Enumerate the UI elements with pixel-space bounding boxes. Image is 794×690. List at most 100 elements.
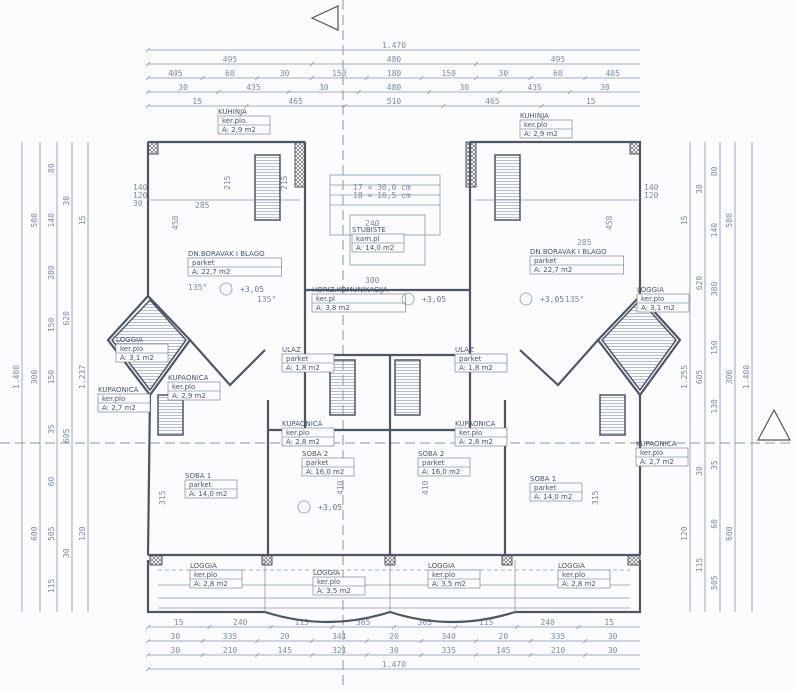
top-dimension-value: 495 — [551, 55, 566, 64]
right-dimension-value: 30 — [695, 466, 704, 476]
room-name: ULAZ — [455, 346, 474, 354]
top-dimension-tick — [528, 75, 533, 81]
bottom-dimension-tick — [207, 624, 212, 630]
top-dimension-value: 30 — [280, 69, 290, 78]
elevation-value: +3,05 — [240, 285, 264, 294]
bottom-dimension-tick — [364, 652, 369, 658]
room-area: A: 2,8 m2 — [562, 580, 596, 588]
right-dimension-value: 1.400 — [742, 365, 751, 389]
bottom-dimension-tick — [514, 624, 520, 630]
room-name: KUPAONICA — [455, 420, 496, 428]
elevation-marker-icon — [401, 292, 415, 306]
inner-dimension-value: 120 — [644, 191, 659, 200]
top-dimension-tick — [426, 89, 432, 95]
inner-dimension-value: 285 — [577, 238, 592, 247]
bottom-dimension-value: 321 — [332, 646, 347, 655]
left-dimension-value: 500 — [30, 213, 39, 228]
angle-value: 135° — [565, 295, 584, 304]
room-area: A: 1,8 m2 — [459, 364, 493, 372]
room-name: LOGGIA — [116, 336, 143, 344]
room-floor-finish: ker.plo — [562, 571, 585, 579]
left-dimension-value: 15 — [78, 215, 87, 225]
right-dimension-value: 140 — [710, 223, 719, 238]
bottom-dimension-tick — [528, 638, 533, 644]
room-area: A: 2,9 m2 — [222, 126, 256, 134]
stair-note: 17 × 30,0 cm — [353, 183, 411, 192]
left-dimension-value: 605 — [62, 428, 71, 443]
top-dimension-value: 15 — [192, 97, 202, 106]
inner-dimension-value: 458 — [605, 215, 614, 230]
bottom-dimension-tick — [330, 624, 335, 630]
right-dimension-value: 605 — [695, 370, 704, 385]
elevation-marker-icon — [297, 500, 311, 514]
top-dimension-value: 495 — [223, 55, 238, 64]
bottom-dimension-tick — [145, 652, 151, 658]
top-dimension-tick — [255, 75, 260, 81]
room-floor-finish: parket — [422, 459, 445, 467]
left-dimension-value: 115 — [47, 578, 56, 593]
top-dimension-tick — [497, 89, 502, 95]
top-dimension-value: 405 — [168, 69, 183, 78]
top-dimension-value: 480 — [387, 83, 402, 92]
inner-dimension-value: 215 — [280, 175, 289, 190]
bottom-dimension-value: 15 — [174, 618, 184, 627]
bottom-dimension-value: 15 — [604, 618, 614, 627]
room-area: A: 2,8 m2 — [286, 438, 320, 446]
room-name: HORIZ.KOMUNIKACIJA — [312, 286, 388, 294]
top-dimension-tick — [473, 61, 479, 67]
bottom-dimension-tick — [268, 624, 274, 630]
elevation-marker-icon — [519, 292, 533, 306]
elevation-value: +3,05 — [318, 503, 342, 512]
room-floor-finish: ker.plo — [641, 295, 664, 303]
elevation-marker-icon — [219, 282, 233, 296]
bottom-dimension-tick — [391, 624, 397, 630]
stair-note: 18 × 16,5 cm — [353, 191, 411, 200]
top-dimension-tick — [244, 103, 249, 109]
room-name: LOGGIA — [637, 286, 664, 294]
room-area: A: 2,9 m2 — [524, 130, 558, 138]
bottom-dimension-value: 335 — [223, 632, 238, 641]
bottom-dimension-value: 210 — [223, 646, 238, 655]
top-dimension-tick — [356, 89, 362, 95]
bottom-dimension-tick — [583, 638, 588, 644]
bottom-dimension-value: 30 — [608, 646, 618, 655]
right-dimension-value: 115 — [695, 558, 704, 573]
room-area: A: 14,0 m2 — [356, 244, 394, 252]
top-dimension-tick — [145, 103, 151, 109]
room-area: A: 14,0 m2 — [189, 490, 227, 498]
bottom-dimension-tick — [364, 638, 369, 644]
left-dimension-value: 30 — [62, 548, 71, 558]
inner-dimension-value: 140 — [644, 183, 659, 192]
bottom-dimension-tick — [145, 638, 151, 644]
right-dimension-value: 80 — [710, 166, 719, 176]
room-name: SOBA 2 — [302, 450, 328, 458]
bottom-dimension-value: 365 — [418, 618, 433, 627]
left-dimension-value: 300 — [30, 370, 39, 385]
angle-value: 135° — [257, 295, 276, 304]
room-floor-finish: parket — [306, 459, 329, 467]
inner-dimension-value: 30 — [133, 199, 143, 208]
right-dimension-value: 130 — [710, 399, 719, 414]
left-dimension-value: 60 — [47, 476, 56, 486]
bottom-dimension-tick — [473, 638, 479, 644]
top-dimension-value: 180 — [387, 69, 402, 78]
top-dimension-tick — [145, 61, 151, 67]
top-dimension-tick — [583, 75, 588, 81]
right-dimension-value: 505 — [710, 575, 719, 590]
bottom-dimension-value: 335 — [551, 632, 566, 641]
top-dimension-value: 465 — [288, 97, 303, 106]
left-dimension-value: 600 — [30, 526, 39, 541]
top-dimension-value: 510 — [387, 97, 402, 106]
top-dimension-tick — [286, 89, 291, 95]
